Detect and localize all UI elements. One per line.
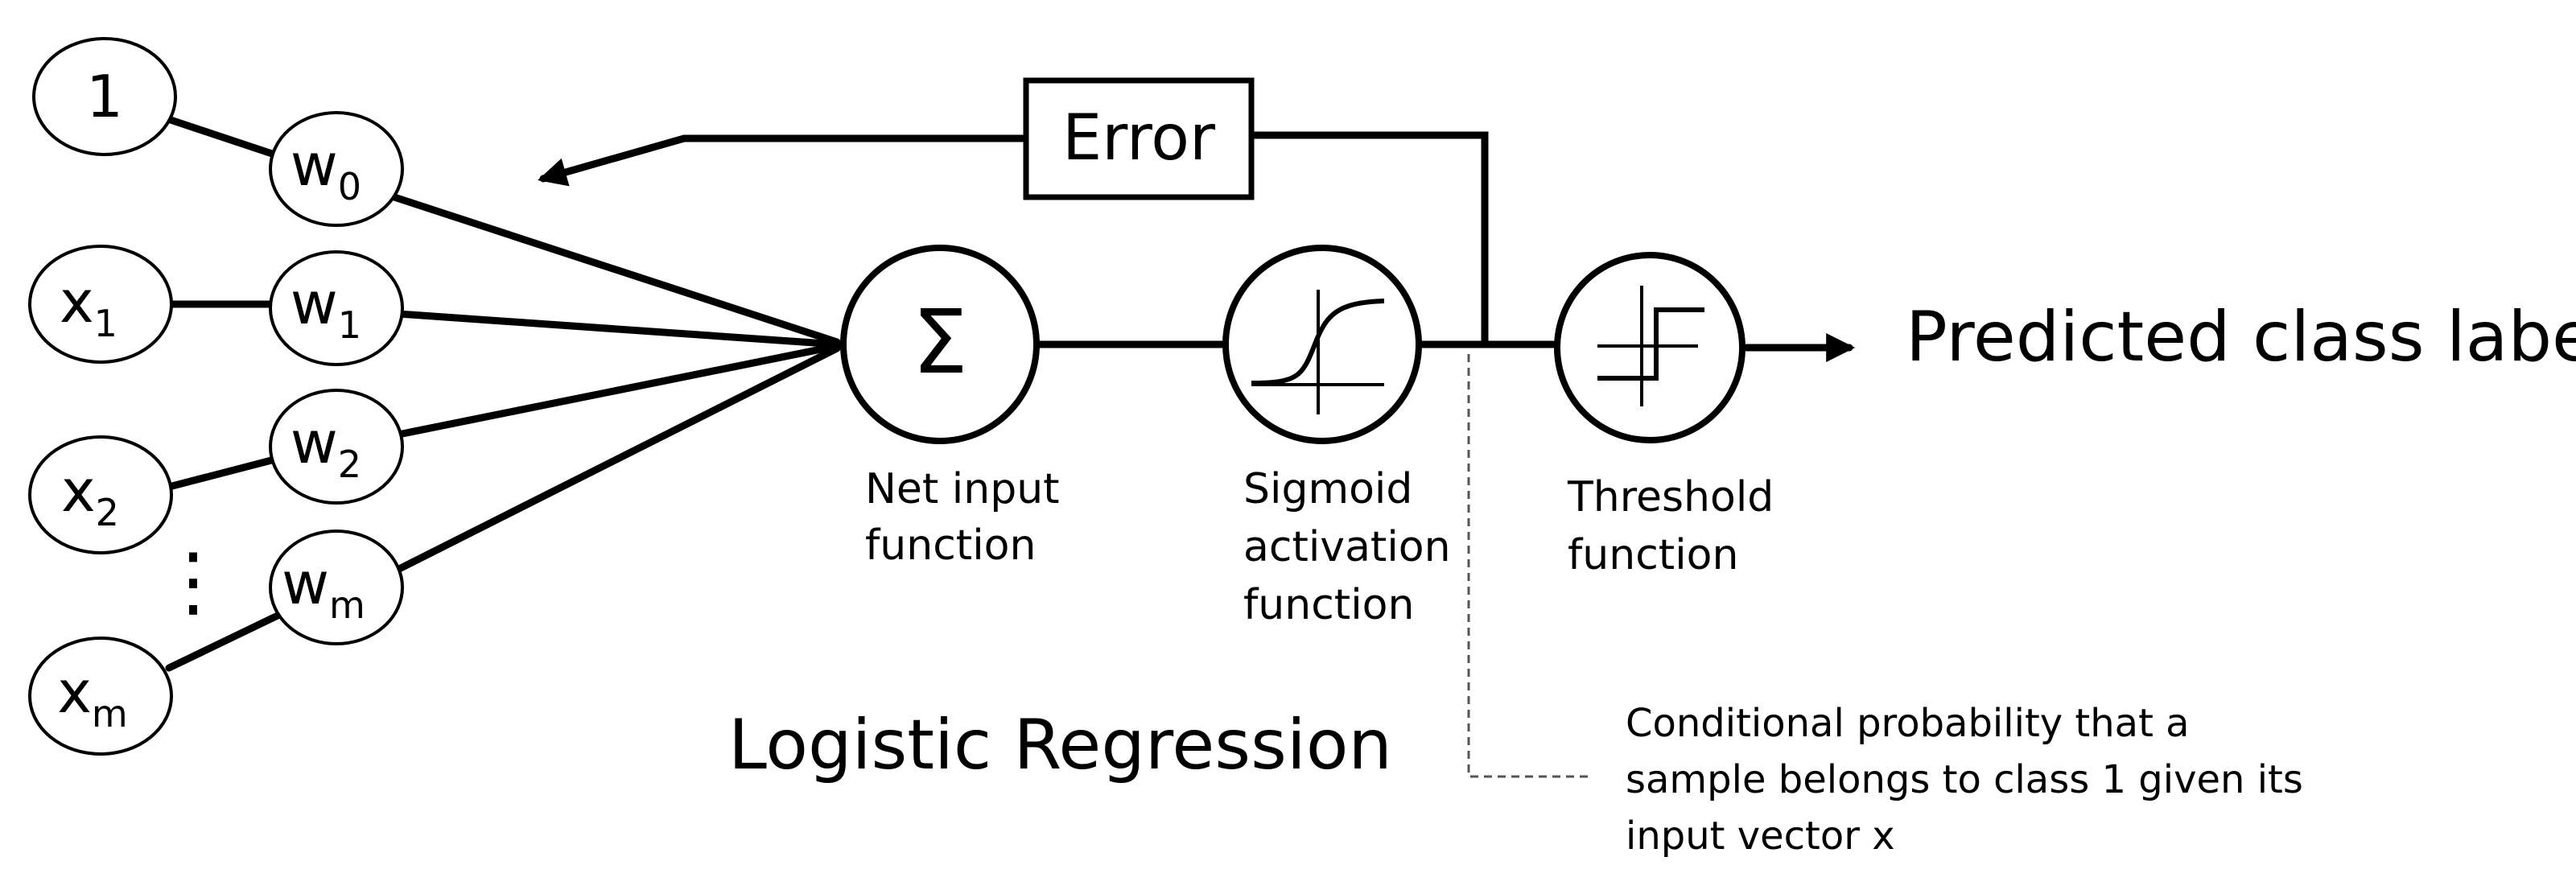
input-node-bias	[32, 37, 177, 156]
edge-wm-sum	[390, 344, 841, 575]
input-node-x2	[28, 435, 173, 554]
weight-node-w1	[269, 250, 404, 366]
sigmoid-activation-node	[1222, 245, 1422, 444]
input-xm-label: xm	[57, 658, 127, 735]
weight-w2-subscript: 2	[338, 443, 361, 486]
annotation-leader-line	[1467, 354, 1589, 778]
input-x1-letter: x	[60, 268, 94, 336]
predicted-class-label: Predicted class label	[1906, 297, 2576, 377]
threshold-caption: Threshold function	[1567, 473, 1787, 579]
edge-w0-sum	[390, 193, 841, 346]
annotation-line3: input vector x	[1626, 814, 1895, 859]
net-input-caption: Net input function	[865, 465, 1073, 570]
input-ellipsis: ⋮	[155, 536, 232, 626]
probability-annotation: Conditional probability that a sample be…	[1626, 701, 2315, 859]
edge-w1-sum	[394, 310, 841, 348]
weight-node-wm	[269, 529, 404, 645]
weight-wm-subscript: m	[329, 583, 365, 627]
edge-w2-sum	[394, 342, 841, 439]
error-label: Error	[1062, 102, 1216, 175]
edge-error-feedback-right	[1247, 131, 1489, 348]
weight-w0-subscript: 0	[338, 165, 361, 208]
sigmoid-caption-line2: activation	[1243, 523, 1451, 571]
input-x1-label: x1	[60, 268, 117, 345]
edge-bias-w0	[157, 113, 286, 161]
error-feedback-arrow	[538, 134, 1030, 187]
input-bias-label: 1	[86, 63, 123, 130]
weight-w0-label: w0	[291, 131, 361, 208]
diagram-title: Logistic Regression	[728, 705, 1392, 785]
sigmoid-caption-line1: Sigmoid	[1243, 465, 1412, 513]
threshold-caption-line2: function	[1568, 531, 1738, 579]
weight-wm-label: wm	[282, 550, 365, 627]
weight-node-w2	[269, 389, 404, 505]
edge-xm-wm	[165, 612, 282, 672]
sigmoid-caption-line3: function	[1243, 581, 1414, 629]
input-xm-subscript: m	[92, 692, 128, 735]
input-node-x1	[28, 245, 173, 364]
weight-node-w0	[269, 111, 404, 227]
net-input-caption-line1: Net input	[865, 465, 1060, 513]
sigmoid-caption: Sigmoid activation function	[1243, 465, 1464, 629]
net-input-node	[840, 245, 1040, 444]
annotation-line1: Conditional probability that a	[1626, 701, 2190, 746]
threshold-caption-line1: Threshold	[1567, 473, 1774, 521]
weight-w1-subscript: 1	[338, 303, 361, 347]
weight-w1-label: w1	[291, 270, 361, 347]
input-x2-label: x2	[61, 457, 119, 534]
weight-w1-letter: w	[291, 270, 338, 337]
threshold-step-icon	[1597, 286, 1704, 406]
sigmoid-curve-icon	[1251, 290, 1385, 414]
input-x2-letter: x	[61, 457, 96, 525]
input-xm-letter: x	[57, 658, 92, 726]
edge-x2-w2	[165, 455, 282, 491]
error-box	[1023, 77, 1255, 200]
annotation-line2: sample belongs to class 1 given its	[1626, 757, 2303, 802]
input-node-xm	[28, 637, 173, 756]
sum-symbol: Σ	[912, 290, 968, 393]
weight-wm-letter: w	[282, 550, 329, 617]
input-x1-subscript: 1	[94, 302, 117, 345]
weight-w2-letter: w	[291, 409, 338, 476]
weight-w2-label: w2	[291, 409, 361, 486]
input-x2-subscript: 2	[96, 491, 119, 534]
net-input-caption-line2: function	[865, 521, 1036, 570]
weight-w0-letter: w	[291, 131, 338, 199]
